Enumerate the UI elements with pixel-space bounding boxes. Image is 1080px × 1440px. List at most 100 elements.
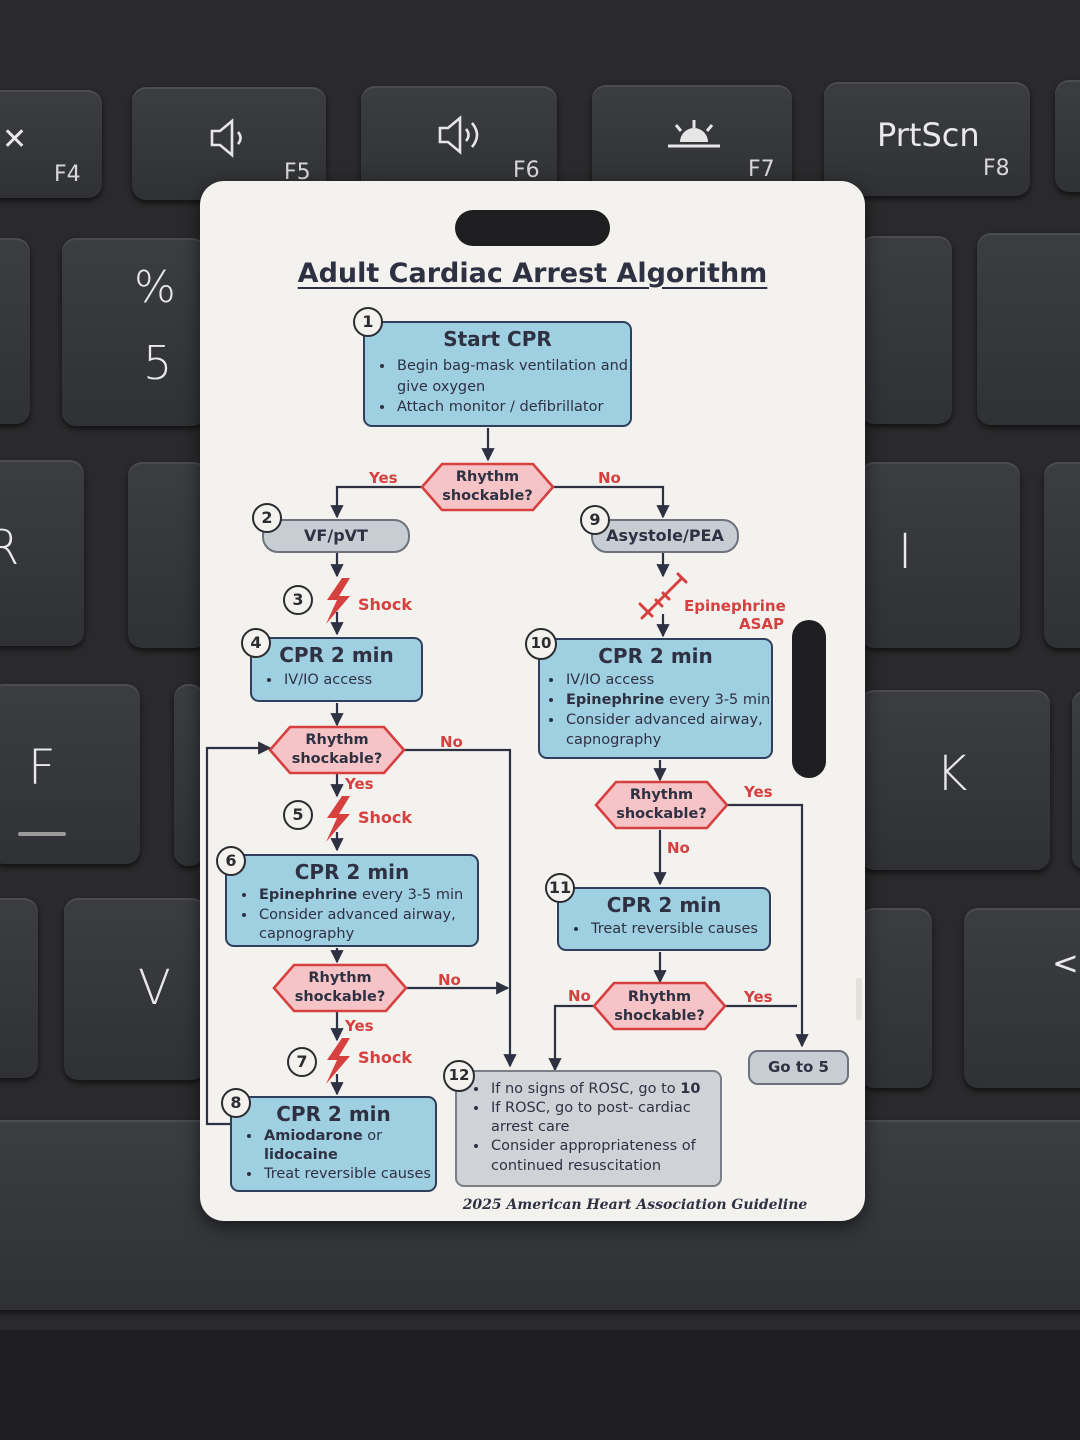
decision-line-2: shockable? (616, 805, 707, 822)
key-g (174, 684, 204, 866)
decision-text: Rhythm shockable? (274, 969, 406, 1007)
bullet-text: If no signs of ROSC, go to (491, 1081, 681, 1097)
step-10-box: CPR 2 min IV/IO access Epinephrine every… (538, 638, 773, 759)
key-f4 (0, 90, 102, 198)
card-tab (856, 978, 862, 1020)
step-10-bullet: Epinephrine every 3-5 min (564, 690, 771, 710)
key-r-label: R (0, 520, 20, 576)
step-6-box: CPR 2 min Epinephrine every 3-5 min Cons… (225, 854, 479, 947)
step-number: 1 (353, 307, 383, 337)
bold-term: Epinephrine (566, 692, 665, 708)
key-5-label: 5 (143, 336, 173, 390)
step-6-heading: CPR 2 min (294, 860, 410, 884)
no-label: No (440, 733, 463, 751)
step-number: 4 (241, 628, 271, 658)
decision-line-2: shockable? (614, 1007, 705, 1024)
step-10-heading: CPR 2 min (598, 644, 713, 668)
key-c (0, 898, 38, 1078)
step-8-box: CPR 2 min Amiodarone or lidocaine Treat … (230, 1096, 437, 1192)
key-v-label: V (138, 960, 171, 1016)
volume-up-icon (438, 115, 479, 155)
decision-text: Rhythm shockable? (596, 786, 727, 824)
bold-term: 10 (680, 1081, 701, 1097)
step-11-bullet: Treat reversible causes (589, 919, 769, 940)
step-1-box: Start CPR Begin bag-mask ventilation and… (363, 321, 632, 427)
shock-label: Shock (358, 1048, 413, 1067)
key-i (860, 462, 1020, 648)
no-label: No (598, 469, 621, 487)
key-f8-label: F8 (983, 156, 1010, 181)
step-6-bullet: Epinephrine every 3-5 min (257, 886, 477, 906)
decision-line-2: shockable? (294, 988, 386, 1005)
decision-line-1: Rhythm (308, 970, 372, 986)
bold-term: Amiodarone (264, 1128, 363, 1144)
goto-5-pill: Go to 5 (748, 1050, 849, 1085)
key-l (1072, 690, 1080, 870)
key-right-1 (860, 236, 952, 424)
key-f8 (824, 82, 1030, 196)
key-f7-label: F7 (748, 157, 775, 182)
step-number: 11 (545, 873, 575, 903)
decision-line-1: Rhythm (305, 732, 369, 748)
decision-line-1: Rhythm (455, 469, 520, 485)
step-9-pill: Asystole/PEA (591, 519, 739, 553)
key-edge-top (1055, 80, 1080, 192)
step-4-box: CPR 2 min IV/IO access (250, 637, 423, 702)
key-edge-left-1 (0, 238, 30, 424)
key-k (860, 690, 1050, 870)
key-v (64, 898, 206, 1080)
decision-line-2: shockable? (291, 750, 383, 767)
step-2-pill: VF/pVT (262, 519, 410, 553)
key-right-2 (977, 233, 1080, 425)
clip-slot (792, 620, 826, 778)
step-12-box: If no signs of ROSC, go to 10 If ROSC, g… (455, 1070, 722, 1187)
lanyard-slot (455, 210, 610, 246)
no-label: No (667, 839, 690, 857)
step-number: 3 (283, 585, 313, 615)
bold-term: lidocaine (264, 1146, 338, 1163)
step-8-heading: CPR 2 min (276, 1102, 391, 1126)
step-4-bullet: IV/IO access (282, 670, 421, 691)
bullet-text: every 3-5 min (357, 887, 464, 903)
step-number: 6 (216, 846, 246, 876)
step-8-bullet: Amiodarone or lidocaine (262, 1127, 435, 1165)
home-row-bump (18, 832, 66, 836)
epinephrine-asap-label: Epinephrine ASAP (684, 597, 786, 633)
brightness-icon (668, 120, 720, 148)
volume-down-icon (210, 118, 242, 158)
no-label: No (568, 987, 591, 1005)
step-number: 7 (287, 1047, 317, 1077)
key-t (128, 462, 208, 648)
key-5 (62, 238, 206, 426)
step-1-bullet: Attach monitor / defibrillator (395, 397, 630, 418)
step-1-heading: Start CPR (443, 327, 552, 351)
yes-label: Yes (369, 469, 398, 487)
decision-line-1: Rhythm (627, 989, 692, 1005)
step-11-box: CPR 2 min Treat reversible causes (557, 887, 771, 951)
bullet-text: or (362, 1128, 383, 1144)
bold-term: Epinephrine (259, 887, 358, 903)
yes-label: Yes (744, 988, 773, 1006)
step-12-bullet: Consider appropriateness of continued re… (489, 1137, 720, 1175)
step-4-heading: CPR 2 min (279, 643, 394, 667)
key-o (1044, 462, 1080, 648)
step-number: 9 (580, 505, 610, 535)
step-8-bullet: Treat reversible causes (262, 1165, 435, 1184)
yes-label: Yes (345, 1017, 374, 1035)
decision-line-1: Rhythm (629, 787, 694, 803)
decision-line-2: shockable? (442, 487, 533, 504)
bullet-text: every 3-5 min (664, 692, 771, 708)
step-number: 5 (283, 800, 313, 830)
key-period (964, 908, 1080, 1088)
yes-label: Yes (345, 775, 374, 793)
key-comma (860, 908, 932, 1088)
key-f6-label: F6 (513, 158, 540, 183)
decision-text: Rhythm shockable? (270, 731, 404, 769)
key-f5-label: F5 (284, 160, 311, 185)
decision-text: Rhythm shockable? (422, 468, 553, 506)
step-number: 10 (525, 628, 557, 660)
step-number: 8 (221, 1088, 251, 1118)
key-f-label: F (28, 740, 56, 796)
